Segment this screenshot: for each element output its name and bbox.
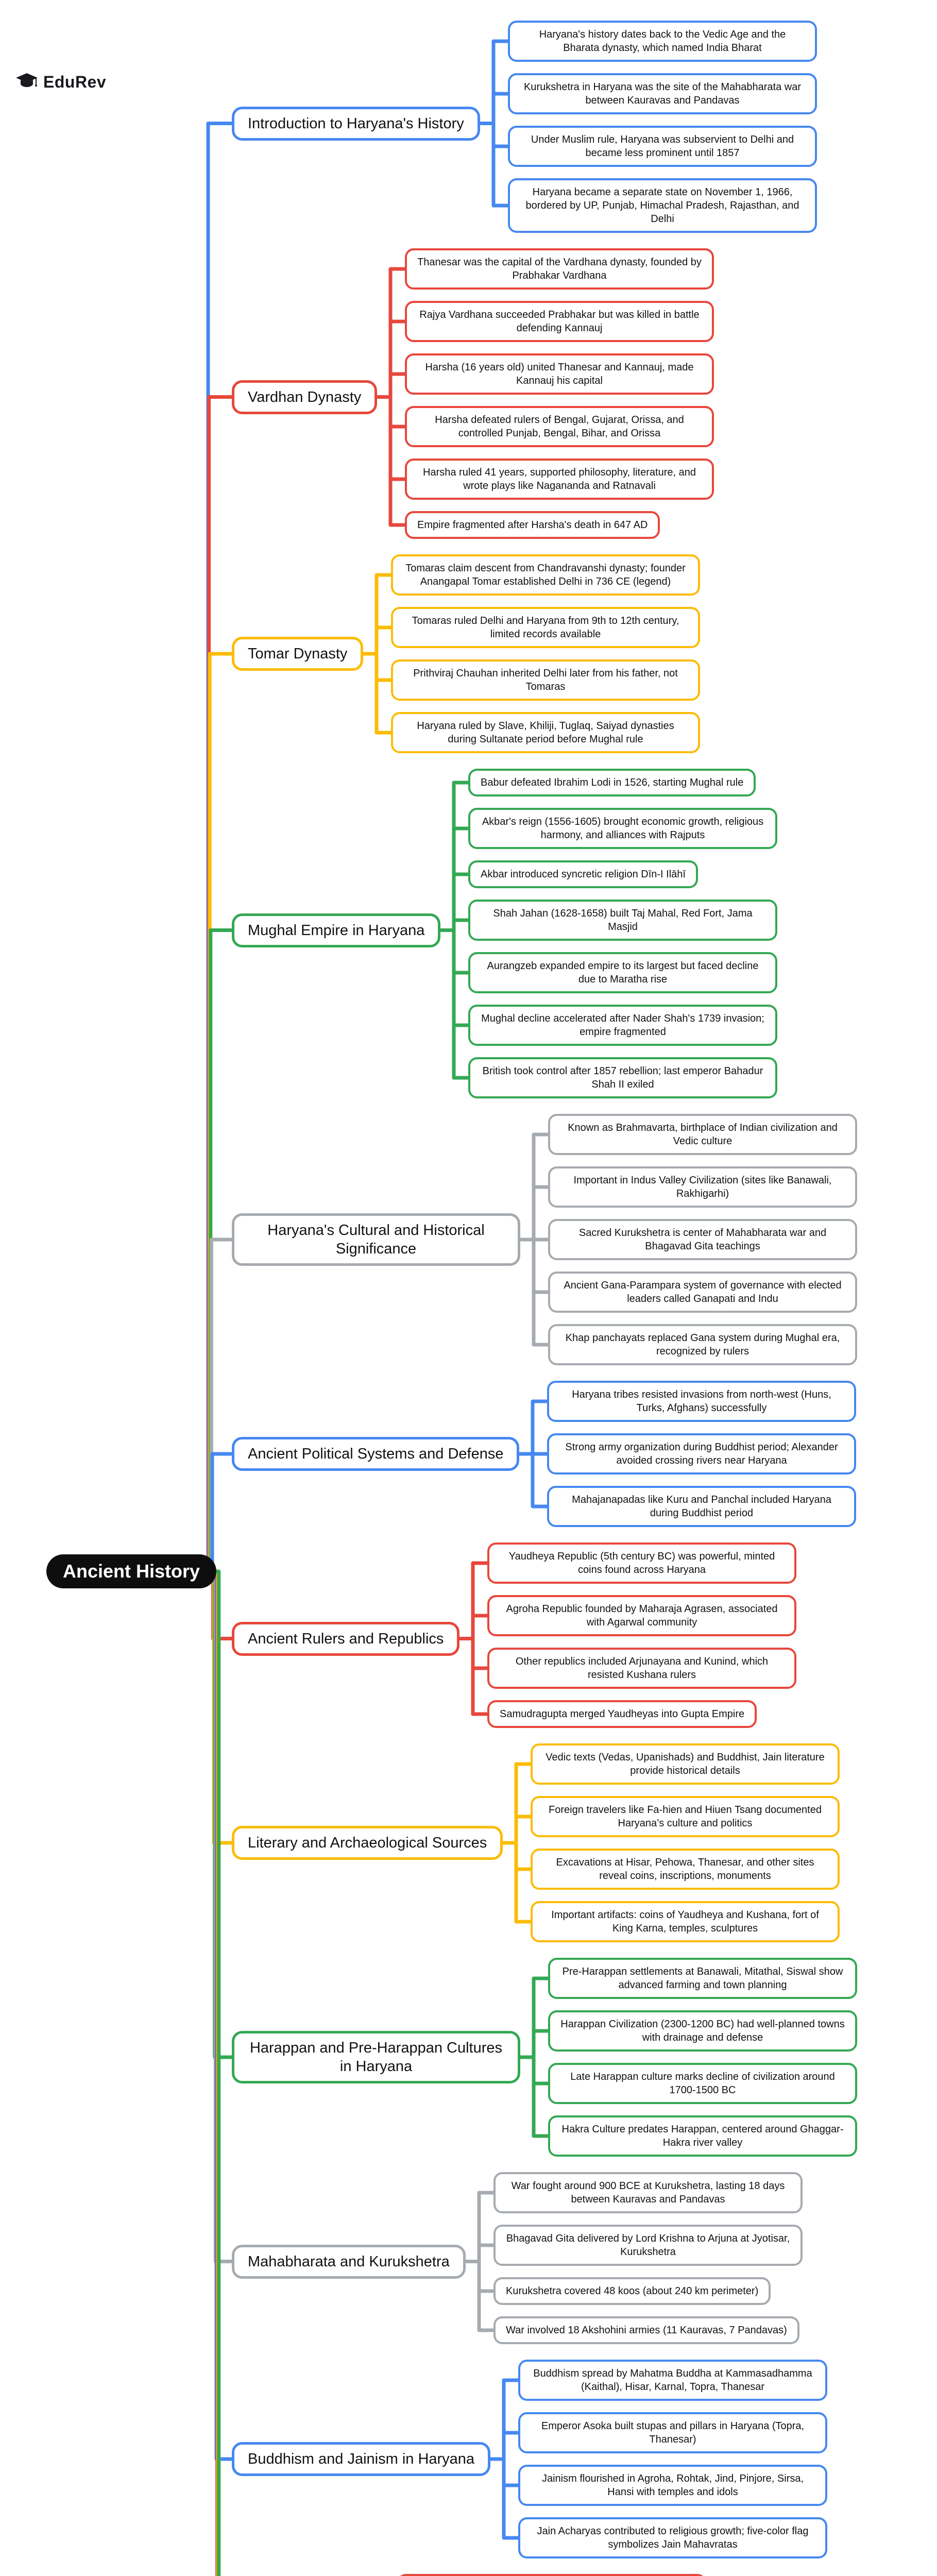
leaf-node: Pre-Harappan settlements at Banawali, Mi…: [548, 1958, 857, 1999]
branch-node-ancient-political-systems-and-defense[interactable]: Ancient Political Systems and Defense: [232, 1437, 520, 1471]
leaf-node: Yaudheya Republic (5th century BC) was p…: [487, 1543, 796, 1584]
leaf-node: Aurangzeb expanded empire to its largest…: [468, 952, 777, 993]
leaf-node: Under Muslim rule, Haryana was subservie…: [508, 126, 817, 167]
leaf-node: Jain Acharyas contributed to religious g…: [518, 2517, 827, 2558]
leaf-node: Khap panchayats replaced Gana system dur…: [548, 1324, 857, 1365]
leaf-node: British took control after 1857 rebellio…: [468, 1057, 777, 1098]
edurev-logo-top[interactable]: EduRev: [15, 72, 106, 92]
leaf-node: Sacred Kurukshetra is center of Mahabhar…: [548, 1219, 857, 1260]
leaf-node: Haryana part of Mauryan Empire under Cha…: [397, 2574, 706, 2576]
leaf-node: Rajya Vardhana succeeded Prabhakar but w…: [405, 301, 714, 342]
leaf-node: Ancient Gana-Parampara system of governa…: [548, 1272, 857, 1313]
leaf-node: Haryana became a separate state on Novem…: [508, 178, 817, 233]
leaf-node: Akbar's reign (1556-1605) brought econom…: [468, 808, 777, 849]
leaf-node: Empire fragmented after Harsha's death i…: [405, 511, 660, 539]
leaf-node: Prithviraj Chauhan inherited Delhi later…: [391, 659, 700, 701]
branch-node-mughal-empire-in-haryana[interactable]: Mughal Empire in Haryana: [232, 913, 441, 947]
leaf-node: Tomaras claim descent from Chandravanshi…: [391, 554, 700, 596]
leaf-node: Agroha Republic founded by Maharaja Agra…: [487, 1595, 796, 1636]
leaf-node: Foreign travelers like Fa-hien and Hiuen…: [531, 1796, 840, 1837]
branch-node-literary-and-archaeological-sources[interactable]: Literary and Archaeological Sources: [232, 1826, 503, 1860]
leaf-node: Samudragupta merged Yaudheyas into Gupta…: [487, 1700, 757, 1728]
leaf-node: Harsha defeated rulers of Bengal, Gujara…: [405, 406, 714, 447]
leaf-node: Buddhism spread by Mahatma Buddha at Kam…: [518, 2360, 827, 2401]
edurev-logo-text: EduRev: [43, 73, 107, 91]
leaf-node: Harsha (16 years old) united Thanesar an…: [405, 353, 714, 395]
branch-node-introduction-to-haryana-s-history[interactable]: Introduction to Haryana's History: [232, 106, 480, 141]
leaf-node: Akbar introduced syncretic religion Dīn-…: [468, 860, 698, 888]
branch-node-mahabharata-and-kurukshetra[interactable]: Mahabharata and Kurukshetra: [232, 2244, 466, 2279]
graduation-cap-icon: [15, 72, 38, 92]
leaf-node: Kurukshetra in Haryana was the site of t…: [508, 73, 817, 114]
leaf-node: Important artifacts: coins of Yaudheya a…: [531, 1901, 840, 1942]
leaf-node: Bhagavad Gita delivered by Lord Krishna …: [493, 2225, 803, 2266]
leaf-node: Tomaras ruled Delhi and Haryana from 9th…: [391, 607, 700, 648]
leaf-node: Babur defeated Ibrahim Lodi in 1526, sta…: [468, 769, 756, 796]
branch-node-harappan-and-pre-harappan-cultures-in-haryana[interactable]: Harappan and Pre-Harappan Cultures in Ha…: [232, 2030, 520, 2083]
leaf-node: Known as Brahmavarta, birthplace of Indi…: [548, 1114, 857, 1155]
leaf-node: Vedic texts (Vedas, Upanishads) and Budd…: [531, 1743, 840, 1785]
leaf-node: Hakra Culture predates Harappan, centere…: [548, 2115, 857, 2157]
leaf-node: Other republics included Arjunayana and …: [487, 1648, 796, 1689]
leaf-node: Important in Indus Valley Civilization (…: [548, 1166, 857, 1208]
leaf-node: War fought around 900 BCE at Kurukshetra…: [493, 2172, 803, 2213]
leaf-node: Haryana tribes resisted invasions from n…: [547, 1381, 856, 1422]
leaf-node: Harappan Civilization (2300-1200 BC) had…: [548, 2010, 857, 2052]
branch-node-haryana-s-cultural-and-historical-significance[interactable]: Haryana's Cultural and Historical Signif…: [232, 1213, 520, 1266]
leaf-node: Emperor Asoka built stupas and pillars i…: [518, 2412, 827, 2453]
leaf-node: Harsha ruled 41 years, supported philoso…: [405, 459, 714, 500]
leaf-node: Jainism flourished in Agroha, Rohtak, Ji…: [518, 2465, 827, 2506]
leaf-node: Excavations at Hisar, Pehowa, Thanesar, …: [531, 1849, 840, 1890]
leaf-node: Thanesar was the capital of the Vardhana…: [405, 248, 714, 290]
branch-node-vardhan-dynasty[interactable]: Vardhan Dynasty: [232, 380, 378, 414]
branch-node-ancient-rulers-and-republics[interactable]: Ancient Rulers and Republics: [232, 1621, 460, 1656]
branch-node-buddhism-and-jainism-in-haryana[interactable]: Buddhism and Jainism in Haryana: [232, 2442, 491, 2477]
leaf-node: Haryana ruled by Slave, Khiliji, Tuglaq,…: [391, 712, 700, 753]
leaf-node: Kurukshetra covered 48 koos (about 240 k…: [493, 2277, 771, 2305]
branch-node-tomar-dynasty[interactable]: Tomar Dynasty: [232, 637, 364, 671]
leaf-node: Mughal decline accelerated after Nader S…: [468, 1005, 777, 1046]
leaf-node: Haryana's history dates back to the Vedi…: [508, 21, 817, 62]
leaf-node: Late Harappan culture marks decline of c…: [548, 2063, 857, 2104]
leaf-node: Strong army organization during Buddhist…: [547, 1433, 856, 1475]
leaf-node: Mahajanapadas like Kuru and Panchal incl…: [547, 1486, 856, 1527]
leaf-node: Shah Jahan (1628-1658) built Taj Mahal, …: [468, 900, 777, 941]
leaf-node: War involved 18 Akshohini armies (11 Kau…: [493, 2316, 799, 2344]
central-node-ancient-history[interactable]: Ancient History: [46, 1554, 217, 1588]
